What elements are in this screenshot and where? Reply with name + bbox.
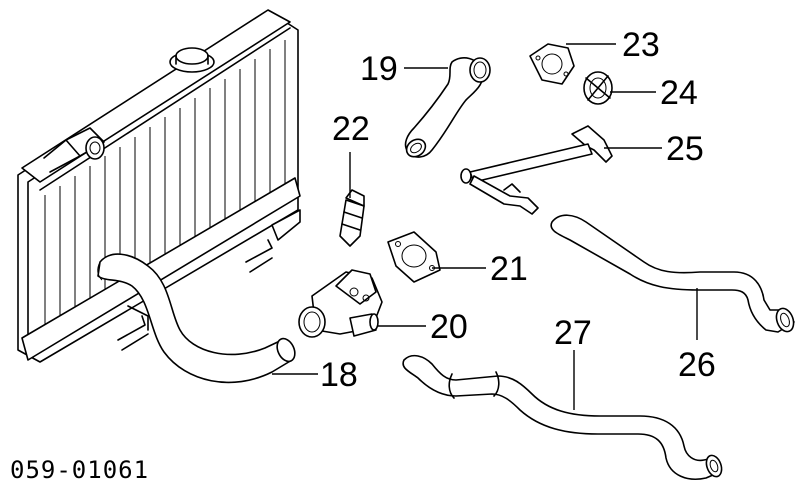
callout-22: 22	[332, 110, 370, 148]
part-24-thermostat	[583, 71, 613, 105]
part-21-gasket	[387, 231, 441, 283]
callout-21: 21	[490, 250, 528, 288]
callout-26: 26	[678, 346, 716, 384]
callout-20: 20	[430, 308, 468, 346]
callout-19: 19	[360, 50, 398, 88]
part-26-heater-hose	[550, 214, 795, 333]
callout-25: 25	[666, 130, 704, 168]
part-22-temperature-sensor	[339, 189, 365, 247]
callout-labels: 18 19 20 21 22 23 24 25 26 27	[320, 26, 716, 394]
callout-27: 27	[554, 314, 592, 352]
radiator	[17, 9, 301, 363]
part-18-lower-radiator-hose	[97, 253, 296, 384]
part-23-thermostat-cover	[529, 43, 575, 85]
part-25-bypass-pipe	[460, 125, 613, 215]
diagram-code: 059-01061	[10, 456, 149, 484]
leader-lines	[272, 43, 698, 410]
callout-24: 24	[660, 74, 698, 112]
callout-18: 18	[320, 356, 358, 394]
part-20-water-outlet	[298, 269, 383, 338]
part-19-upper-radiator-hose	[404, 57, 491, 158]
callout-23: 23	[622, 26, 660, 64]
part-27-coolant-hose	[402, 354, 723, 480]
